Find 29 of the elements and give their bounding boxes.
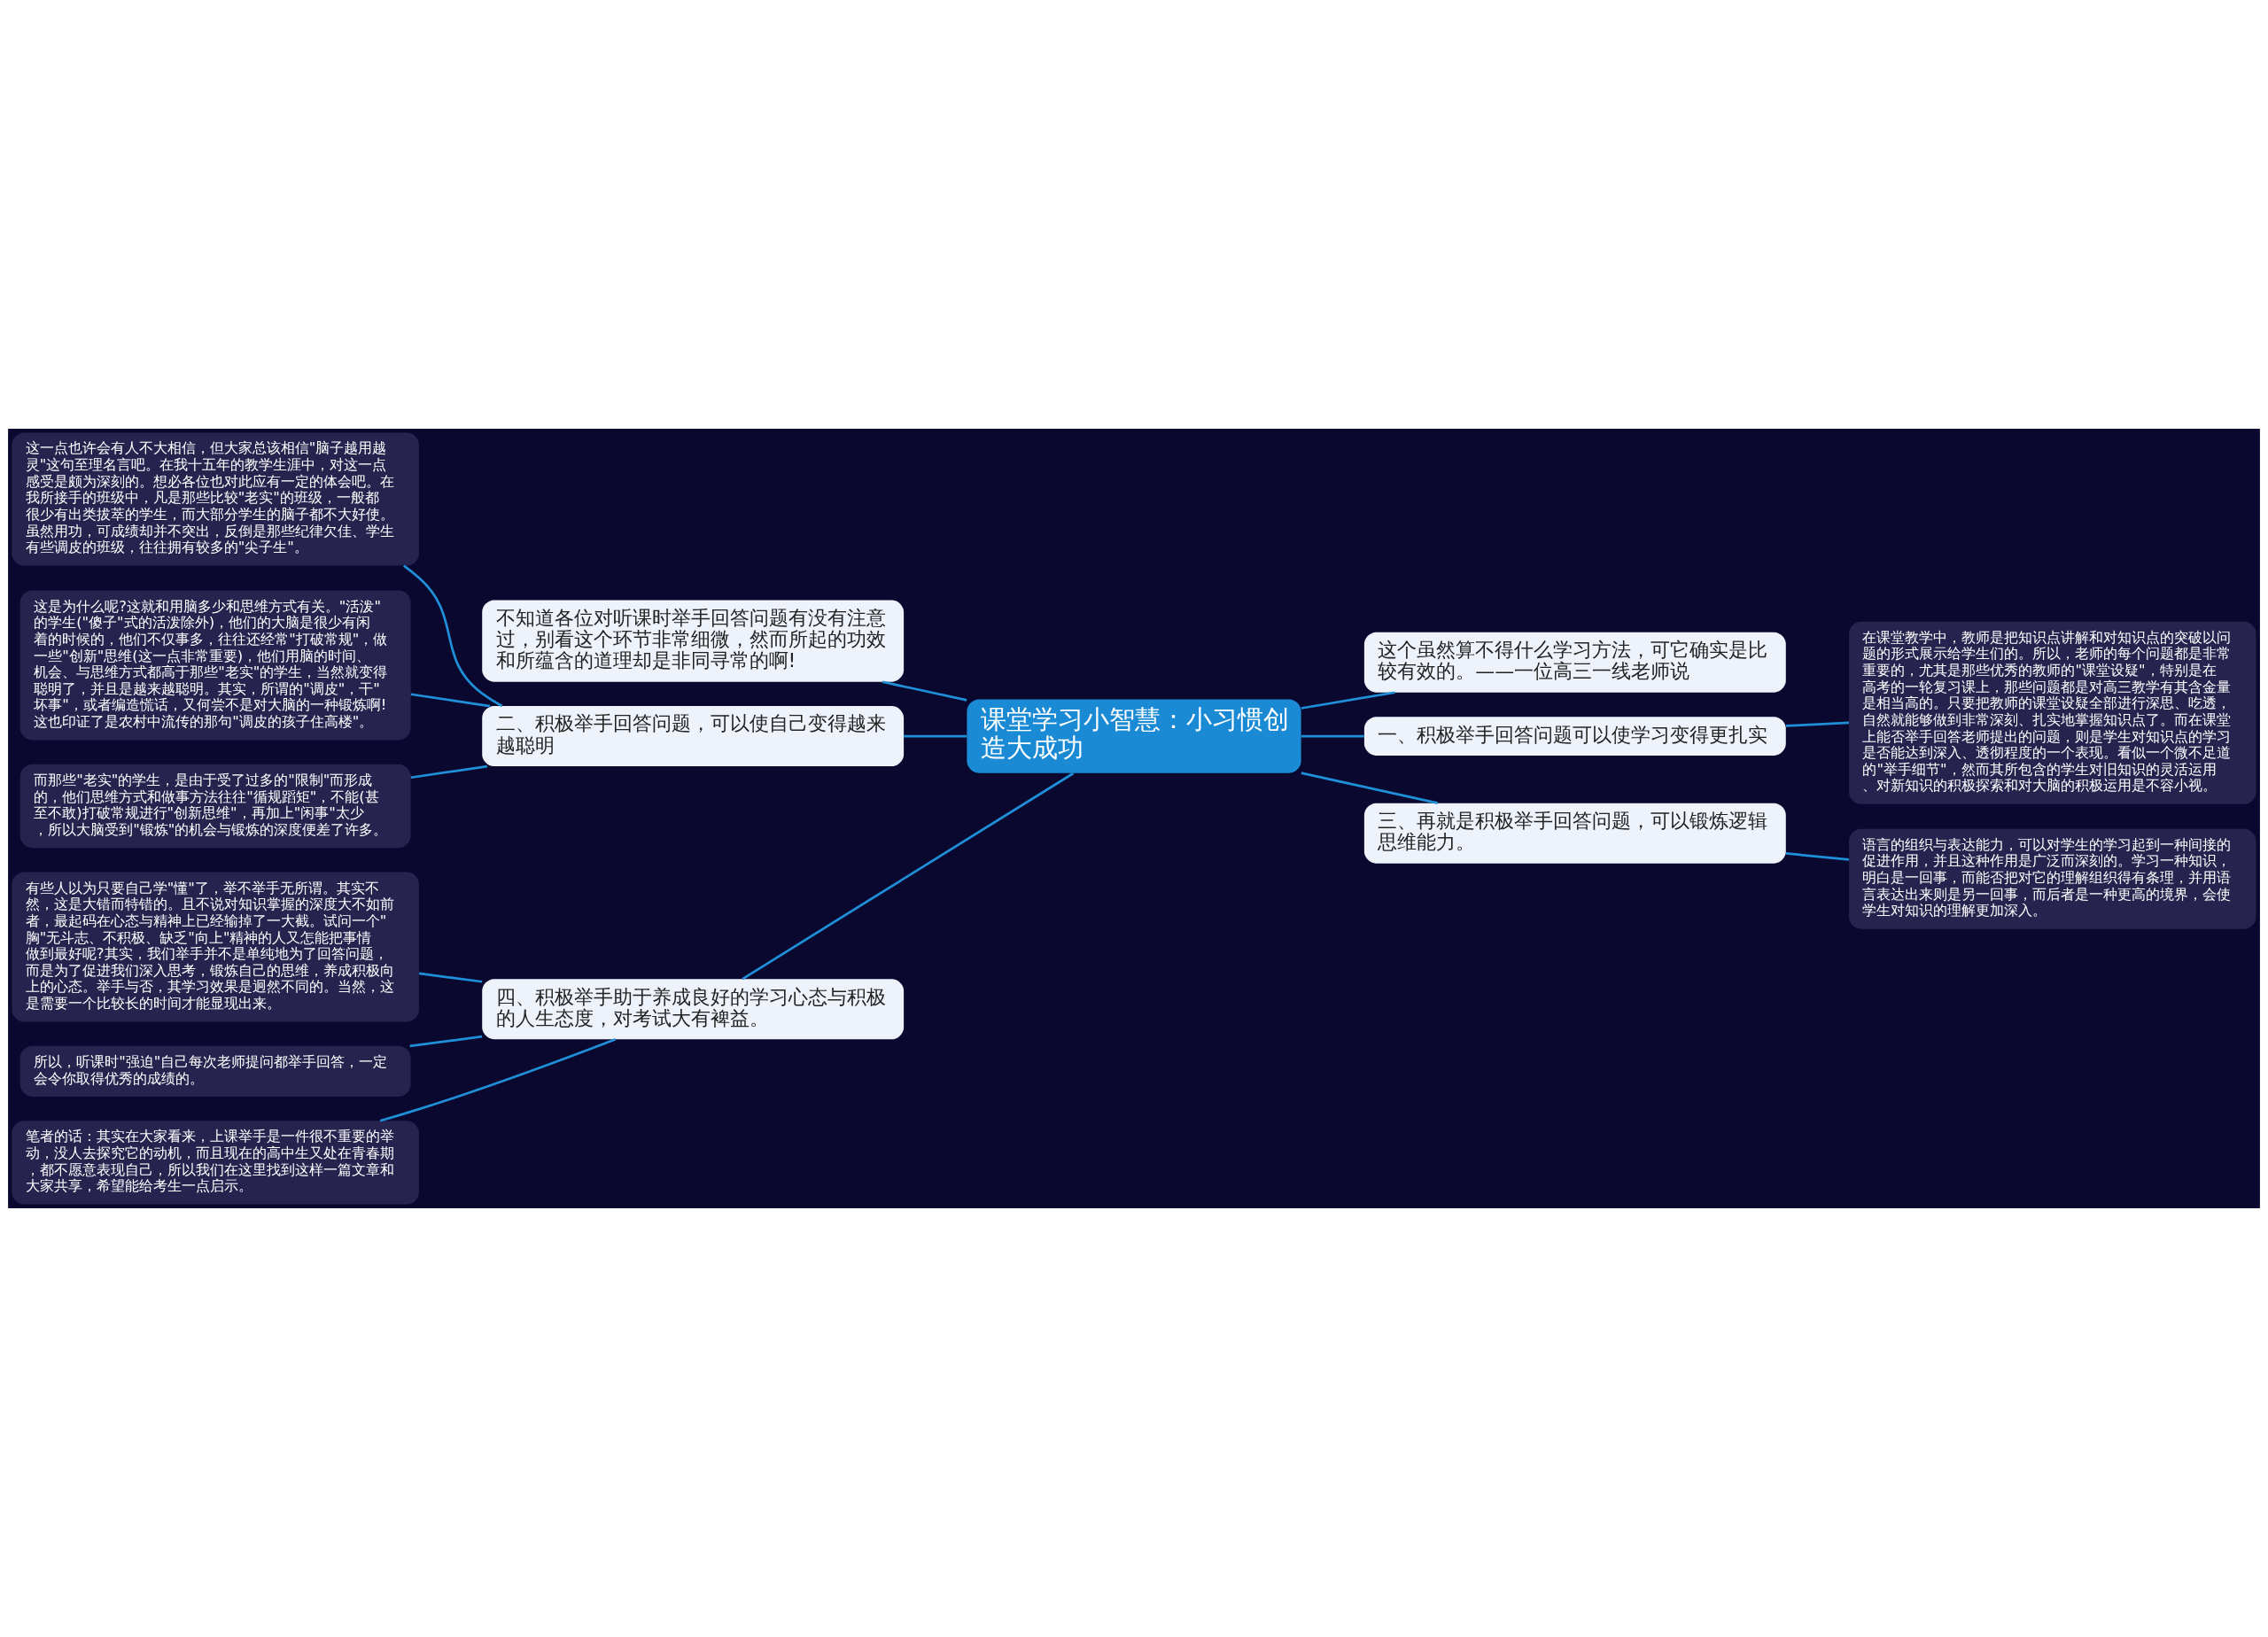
node-box: 所以，听课时"强迫"自己每次老师提问都举手回答，一定会令你取得优秀的成绩的。 — [19, 1045, 411, 1097]
node-box: 语言的组织与表达能力，可以对学生的学习起到一种间接的促进作用，并且这种作用是广泛而深刻的。学习一种知识，明白是一回事，而能否把对它的理解组织得有条理，并用语言表达出来则是另一回事，而后者是一种更高的境界，会使学生对知识的理解更加深入。 — [1849, 828, 2256, 929]
node-box: 一、积极举手回答问题可以使学习变得更扎实 — [1363, 717, 1786, 756]
connector — [1785, 852, 1850, 861]
node-box: 这是为什么呢?这就和用脑多少和思维方式有关。"活泼"的学生("傻子"式的活泼除外)，他们的大脑是很少有闲着的时候的，他们不仅事多，往往还经常"打破常规"，做一些"创新"思维(这一点非常重要)，他们用脑的时间、机会、与思维方式都高于那些"老实"的学生，当然就变得聪明了，并且是越来越聪明。其实，所谓的"调皮"，干"坏事"，或者编造慌话，又何尝不是对大脑的一种锻炼啊!这也印证了是农村中流传的那句"调皮的孩子住高楼"。 — [19, 590, 411, 741]
node-box: 四、积极举手助于养成良好的学习心态与积极的人生态度，对考试大有裨益。 — [482, 979, 905, 1040]
node-box: 二、积极举手回答问题，可以使自己变得越来越聪明 — [482, 706, 905, 767]
connector — [379, 1038, 617, 1122]
node-box: 而那些"老实"的学生，是由于受了过多的"限制"而形成的，他们思维方式和做事方法往往"循规蹈矩"，不能(甚至不敢)打破常规进行"创新思维"，再加上"闲事"太少，所以大脑受到"锻炼"的机会与锻炼的深度便差了许多。 — [19, 764, 411, 849]
node-box: 三、再就是积极举手回答问题，可以锻炼逻辑思维能力。 — [1363, 803, 1786, 864]
connector — [409, 1035, 483, 1048]
connector — [418, 972, 483, 983]
connector — [1785, 721, 1850, 727]
node-box: 不知道各位对听课时举手回答问题有没有注意过，别看这个环节非常细微，然而所起的功效和所蕴含的道理却是非同寻常的啊! — [482, 600, 905, 682]
connector — [1301, 734, 1364, 738]
node-box: 在课堂教学中，教师是把知识点讲解和对知识点的突破以问题的形式展示给学生们的。所以，老师的每个问题都是非常重要的，尤其是那些优秀的教师的"课堂设疑"，特别是在高考的一轮复习课上，那些问题都是对高三教学有其含金量是相当高的。只要把教师的课堂设疑全部进行深思、吃透，自然就能够做到非常深刻、扎实地掌握知识点了。而在课堂上能否举手回答老师提出的问题，则是学生对知识点的学习是否能达到深入、透彻程度的一个表现。看似一个微不足道的"举手细节"，然而其所包含的学生对旧知识的灵活运用、对新知识的积极探索和对大脑的积极运用是不容小视。 — [1849, 621, 2256, 804]
connector — [882, 680, 967, 702]
connector — [1301, 772, 1439, 804]
connector — [742, 772, 1075, 981]
node-box: 有些人以为只要自己学"懂"了，举不举手无所谓。其实不然，这是大错而特错的。且不说对知识掌握的深度大不如前者，最起码在心态与精神上已经输掉了一大截。试问一个"胸"无斗志、不积极、缺乏"向上"精神的人又怎能把事情做到最好呢?其实，我们举手并不是单纯地为了回答问题，而是为了促进我们深入思考，锻炼自己的思维，养成积极向上的心态。举手与否，其学习效果是迥然不同的。当然，这是需要一个比较长的时间才能显现出来。 — [12, 872, 419, 1022]
connector — [403, 564, 503, 708]
connector — [410, 764, 488, 780]
node-box: 课堂学习小智慧：小习惯创造大成功 — [967, 699, 1301, 773]
node-box: 笔者的话：其实在大家看来，上课举手是一件很不重要的举动，没人去探究它的动机，而且现在的高中生又处在青春期，都不愿意表现自己，所以我们在这里找到这样一篇文章和大家共享，希望能给考生一点启示。 — [12, 1121, 419, 1205]
connector — [904, 734, 967, 738]
connector — [1301, 691, 1395, 710]
node-box: 这一点也许会有人不大相信，但大家总该相信"脑子越用越灵"这句至理名言吧。在我十五年的教学生涯中，对这一点感受是颇为深刻的。想必各位也对此应有一定的体会吧。在我所接手的班级中，凡是那些比较"老实"的班级，一般都很少有出类拔萃的学生，而大部分学生的脑子都不大好使。虽然用功，可成绩却并不突出，反倒是那些纪律欠佳、学生有些调皮的班级，往往拥有较多的"尖子生"。 — [12, 432, 419, 566]
connector — [410, 693, 491, 708]
node-box: 这个虽然算不得什么学习方法，可它确实是比较有效的。——一位高三一线老师说 — [1363, 632, 1786, 693]
